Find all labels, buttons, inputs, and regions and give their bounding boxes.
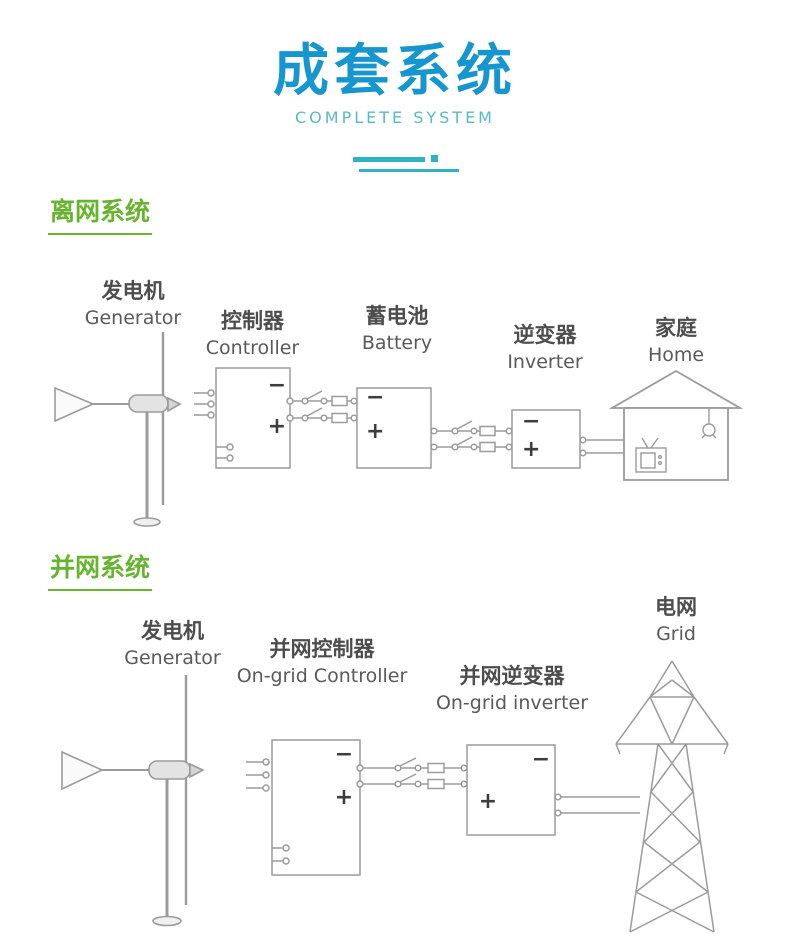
label-home-en: Home: [647, 344, 705, 367]
label-home-zh: 家庭: [655, 316, 697, 340]
controller-box: − +: [194, 367, 294, 469]
dc-wire-run: [293, 390, 356, 424]
dc-wire-run: [437, 420, 511, 453]
label-home: 家庭 Home: [621, 315, 731, 368]
label-grid-en: Grid: [656, 623, 696, 646]
terminal-minus-label: −: [532, 747, 550, 772]
label-battery: 蓄电池 Battery: [342, 303, 452, 356]
label-ongrid-inverter-en: On-grid inverter: [435, 692, 589, 715]
label-grid-zh: 电网: [655, 595, 697, 619]
label-ongrid-inverter-zh: 并网逆变器: [459, 664, 565, 688]
ac-wire-run: [561, 796, 640, 814]
label-inverter-en: Inverter: [507, 351, 583, 374]
section-title-offgrid: 离网系统: [48, 192, 153, 235]
label-ongrid-controller-zh: 并网控制器: [269, 637, 375, 661]
house-icon: [608, 369, 744, 481]
label-ongrid-controller: 并网控制器 On-grid Controller: [222, 636, 422, 689]
page-title: 成套系统: [273, 39, 517, 104]
label-controller-zh: 控制器: [221, 309, 284, 333]
label-inverter: 逆变器 Inverter: [490, 322, 600, 375]
label-ongrid-inverter: 并网逆变器 On-grid inverter: [412, 663, 612, 716]
divider-square: [430, 155, 438, 162]
label-generator-en: Generator: [84, 307, 182, 330]
label-generator-2-zh: 发电机: [141, 619, 204, 643]
label-generator-2: 发电机 Generator: [100, 618, 245, 671]
terminal-minus-label: −: [268, 373, 286, 398]
terminal-minus-label: −: [366, 385, 384, 410]
divider-row: [352, 155, 438, 162]
terminal-plus-label: +: [479, 789, 497, 814]
label-generator: 发电机 Generator: [58, 278, 208, 331]
section-title-ongrid-label: 并网系统: [50, 553, 151, 582]
wind-turbine-icon: [54, 332, 182, 527]
label-ongrid-controller-en: On-grid Controller: [236, 665, 408, 688]
label-battery-en: Battery: [361, 332, 433, 355]
divider-line: [352, 157, 425, 162]
label-controller: 控制器 Controller: [185, 308, 320, 361]
divider-line-2: [359, 169, 459, 172]
terminal-plus-label: +: [268, 414, 286, 439]
light-bulb-icon: [701, 408, 717, 439]
page-subtitle: COMPLETE SYSTEM: [295, 108, 495, 127]
label-controller-en: Controller: [205, 337, 300, 360]
terminal-plus-label: +: [366, 419, 384, 444]
label-generator-zh: 发电机: [101, 279, 165, 303]
dc-wire-run: [363, 757, 466, 790]
label-battery-zh: 蓄电池: [365, 304, 429, 328]
section-title-ongrid: 并网系统: [48, 548, 153, 591]
terminal-minus-label: −: [522, 409, 540, 434]
tv-icon: [635, 437, 667, 473]
battery-box: − +: [350, 385, 438, 469]
section-title-offgrid-label: 离网系统: [50, 197, 151, 226]
terminal-plus-label: +: [335, 785, 353, 810]
label-grid: 电网 Grid: [626, 594, 726, 647]
ongrid-inverter-box: − +: [460, 744, 562, 836]
wind-turbine-icon: [61, 675, 205, 927]
label-inverter-zh: 逆变器: [513, 323, 577, 347]
grid-tower-icon: [615, 660, 729, 933]
terminal-plus-label: +: [522, 437, 540, 462]
ongrid-controller-box: − +: [246, 739, 364, 876]
title-divider: [0, 155, 790, 172]
inverter-box: − +: [505, 409, 587, 469]
ac-wire-run: [586, 439, 624, 454]
label-generator-2-en: Generator: [124, 647, 221, 670]
terminal-minus-label: −: [335, 742, 353, 767]
page-header: 成套系统 COMPLETE SYSTEM: [0, 0, 790, 128]
